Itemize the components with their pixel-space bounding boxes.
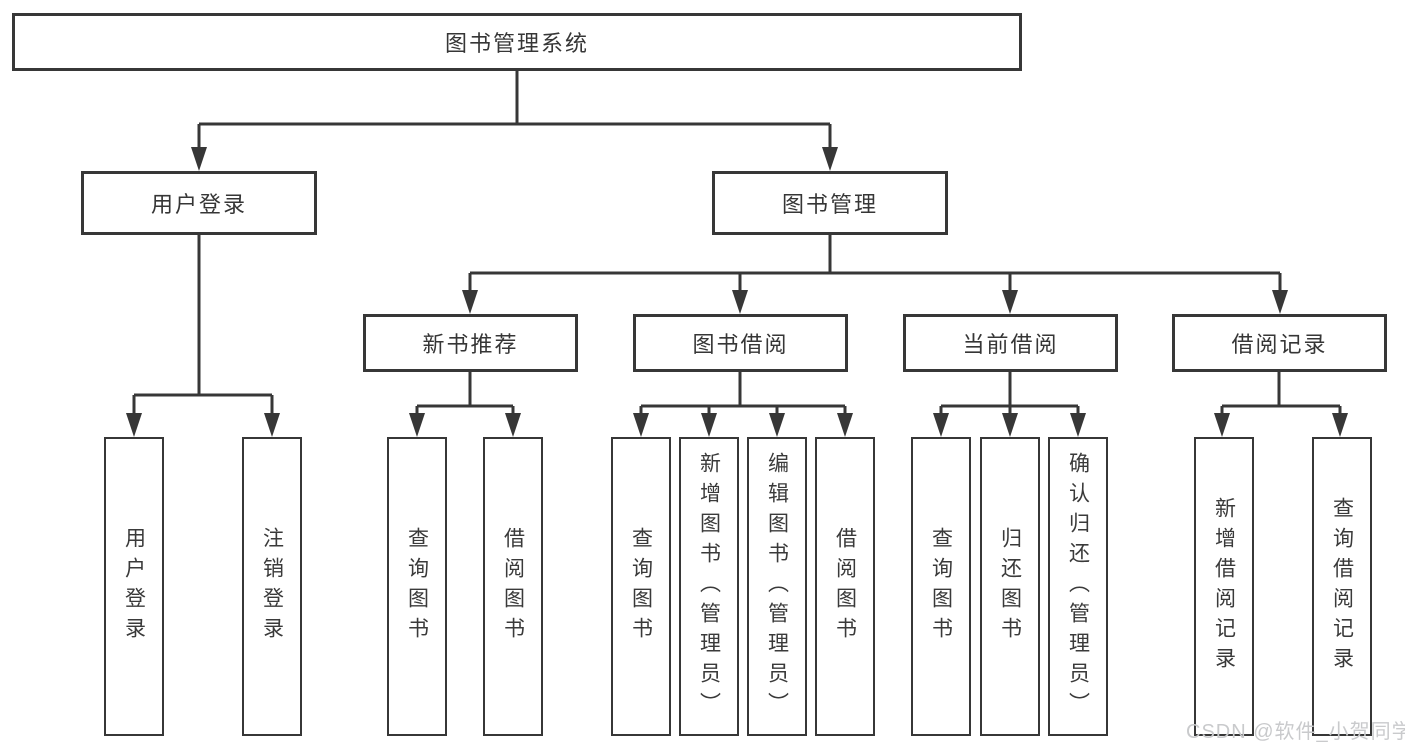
leaf-query-books-current: 查询图书 xyxy=(911,437,971,736)
node-new-book-recommendation: 新书推荐 xyxy=(363,314,578,372)
leaf-borrow-books: 借阅图书 xyxy=(815,437,875,736)
node-library-management-system: 图书管理系统 xyxy=(12,13,1022,71)
node-book-borrowing: 图书借阅 xyxy=(633,314,848,372)
node-current-borrowing: 当前借阅 xyxy=(903,314,1118,372)
leaf-add-book-admin: 新增图书（管理员） xyxy=(679,437,739,736)
csdn-watermark: CSDN @软件_小贺同学 xyxy=(1186,721,1405,743)
leaf-edit-book-admin: 编辑图书（管理员） xyxy=(747,437,807,736)
leaf-add-borrow-record: 新增借阅记录 xyxy=(1194,437,1254,736)
node-user-login: 用户登录 xyxy=(81,171,317,235)
leaf-confirm-return-admin: 确认归还（管理员） xyxy=(1048,437,1108,736)
leaf-user-login: 用户登录 xyxy=(104,437,164,736)
leaf-return-book: 归还图书 xyxy=(980,437,1040,736)
leaf-borrow-books-recommend: 借阅图书 xyxy=(483,437,543,736)
leaf-logout: 注销登录 xyxy=(242,437,302,736)
leaf-query-books-borrow: 查询图书 xyxy=(611,437,671,736)
leaf-query-books-recommend: 查询图书 xyxy=(387,437,447,736)
node-book-management: 图书管理 xyxy=(712,171,948,235)
node-borrowing-records: 借阅记录 xyxy=(1172,314,1387,372)
leaf-query-borrow-record: 查询借阅记录 xyxy=(1312,437,1372,736)
